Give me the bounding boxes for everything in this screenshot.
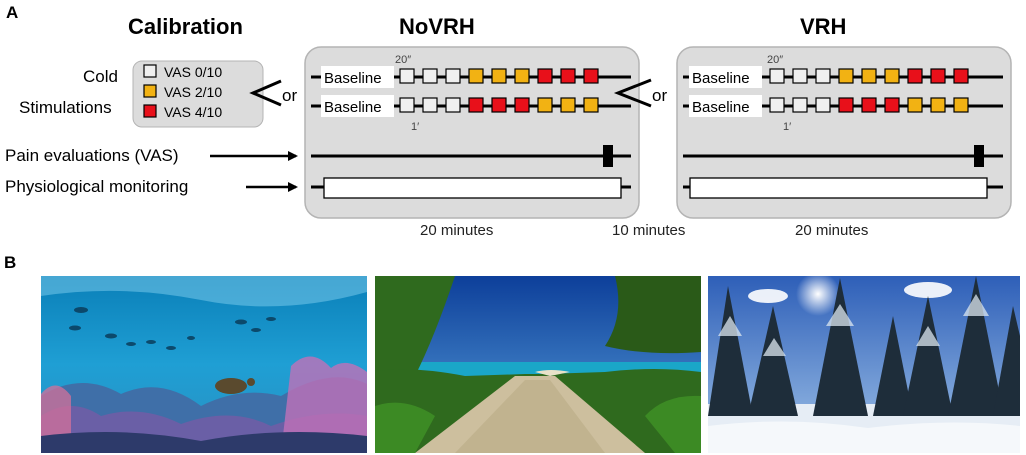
vrh-top-stimulus-8-vas-4	[930, 68, 946, 84]
legend-swatch-vas-4	[143, 104, 157, 118]
novrh-bottom-stimulus-8-vas-2	[560, 97, 576, 113]
label-stimulations: Stimulations	[19, 98, 112, 117]
vrh-bottom-stimulus-7-vas-2	[907, 97, 923, 113]
label-cold: Cold	[83, 67, 118, 86]
heading-novrh: NoVRH	[399, 14, 475, 39]
panel-letter-a: A	[6, 3, 18, 22]
vrh-stimuli-top	[769, 68, 969, 84]
vrh-vas-marker	[974, 145, 984, 167]
vrh-baseline-bottom: Baseline	[692, 99, 750, 116]
vrh-interval-20s: 20″	[767, 54, 783, 66]
vrh-monitoring-bar	[689, 177, 988, 199]
legend-label-vas-4: VAS 4/10	[164, 104, 222, 120]
legend-label-vas-0: VAS 0/10	[164, 64, 222, 80]
calibration-legend-box	[132, 60, 264, 128]
novrh-baseline-top-box	[321, 66, 394, 88]
or-label-1: or	[282, 86, 297, 105]
or-chevron-icon-1	[249, 79, 282, 107]
novrh-session-box	[304, 46, 640, 219]
novrh-duration: 20 minutes	[420, 222, 493, 239]
novrh-top-stimulus-2-vas-0	[422, 68, 438, 84]
vrh-top-stimulus-9-vas-4	[953, 68, 969, 84]
vrh-top-stimulus-5-vas-2	[861, 68, 877, 84]
vrh-top-stimulus-1-vas-0	[769, 68, 785, 84]
vrh-baseline-top-box	[689, 66, 762, 88]
novrh-top-stimulus-7-vas-4	[537, 68, 553, 84]
label-physiological-monitoring: Physiological monitoring	[5, 177, 188, 196]
vrh-top-stimulus-6-vas-2	[884, 68, 900, 84]
novrh-bottom-stimulus-3-vas-0	[445, 97, 461, 113]
vrh-duration: 20 minutes	[795, 222, 868, 239]
vrh-top-stimulus-4-vas-2	[838, 68, 854, 84]
panel-letter-b: B	[4, 253, 16, 272]
label-pain-evaluations: Pain evaluations (VAS)	[5, 146, 179, 165]
novrh-top-stimulus-4-vas-2	[468, 68, 484, 84]
vrh-top-stimulus-2-vas-0	[792, 68, 808, 84]
vrh-bottom-stimulus-9-vas-2	[953, 97, 969, 113]
vrh-bottom-stimulus-5-vas-4	[861, 97, 877, 113]
vrh-interval-1m: 1′	[783, 121, 791, 133]
novrh-interval-1m: 1′	[411, 121, 419, 133]
vrh-top-stimulus-3-vas-0	[815, 68, 831, 84]
vrh-baseline-bottom-box	[689, 95, 762, 117]
vrh-bottom-stimulus-4-vas-4	[838, 97, 854, 113]
vrh-bottom-stimulus-2-vas-0	[792, 97, 808, 113]
novrh-baseline-bottom: Baseline	[324, 99, 382, 116]
novrh-top-stimulus-9-vas-4	[583, 68, 599, 84]
vrh-baseline-top: Baseline	[692, 70, 750, 87]
or-chevron-icon-2	[613, 78, 652, 108]
novrh-baseline-bottom-box	[321, 95, 394, 117]
tropical-beach-scene-image	[375, 276, 701, 453]
vrh-bottom-stimulus-3-vas-0	[815, 97, 831, 113]
novrh-stimuli-top	[399, 68, 599, 84]
vrh-bottom-stimulus-8-vas-2	[930, 97, 946, 113]
novrh-top-stimulus-5-vas-2	[491, 68, 507, 84]
novrh-bottom-stimulus-9-vas-2	[583, 97, 599, 113]
vrh-session-box	[676, 46, 1012, 219]
snowy-forest-scene-image	[708, 276, 1020, 453]
novrh-bottom-stimulus-1-vas-0	[399, 97, 415, 113]
vrh-stimuli-bottom	[769, 97, 969, 113]
legend-swatch-vas-2	[143, 84, 157, 98]
break-duration: 10 minutes	[612, 222, 685, 239]
novrh-top-stimulus-1-vas-0	[399, 68, 415, 84]
underwater-scene-image	[41, 276, 367, 453]
legend-label-vas-2: VAS 2/10	[164, 84, 222, 100]
heading-vrh: VRH	[800, 14, 846, 39]
novrh-stimuli-bottom	[399, 97, 599, 113]
novrh-top-stimulus-6-vas-2	[514, 68, 530, 84]
panel-b: B	[4, 253, 1020, 453]
novrh-bottom-stimulus-5-vas-4	[491, 97, 507, 113]
novrh-bottom-stimulus-4-vas-4	[468, 97, 484, 113]
heading-calibration: Calibration	[128, 14, 243, 39]
novrh-interval-20s: 20″	[395, 54, 411, 66]
novrh-top-stimulus-3-vas-0	[445, 68, 461, 84]
novrh-baseline-top: Baseline	[324, 70, 382, 87]
vrh-top-stimulus-7-vas-4	[907, 68, 923, 84]
vrh-bottom-stimulus-1-vas-0	[769, 97, 785, 113]
or-label-2: or	[652, 86, 667, 105]
novrh-bottom-stimulus-2-vas-0	[422, 97, 438, 113]
novrh-bottom-stimulus-6-vas-4	[514, 97, 530, 113]
novrh-monitoring-bar	[323, 177, 622, 199]
vrh-bottom-stimulus-6-vas-4	[884, 97, 900, 113]
novrh-top-stimulus-8-vas-4	[560, 68, 576, 84]
novrh-bottom-stimulus-7-vas-2	[537, 97, 553, 113]
legend-swatch-vas-0	[143, 64, 157, 78]
novrh-vas-marker	[603, 145, 613, 167]
panel-a: A Calibration NoVRH VRH Cold Stimulation…	[5, 3, 1012, 239]
